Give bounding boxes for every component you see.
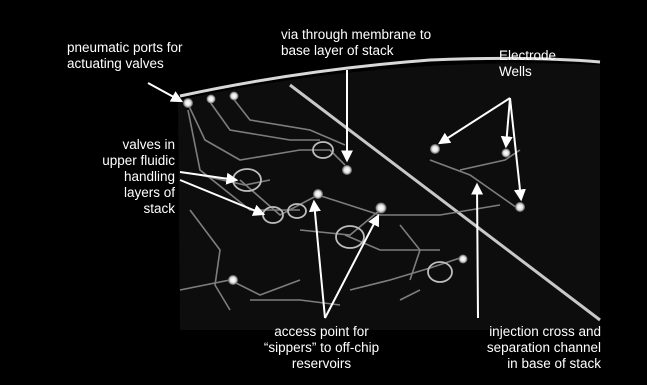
label-injection-cross: injection cross and separation channel i… [486, 324, 601, 371]
label-access-point: access point for “sippers” to off-chip r… [263, 324, 380, 371]
label-via-membrane: via through membrane to base layer of st… [281, 27, 432, 58]
annotation-arrows [147, 70, 526, 319]
chip-body [178, 63, 600, 330]
label-valves: valves in upper fluidic handling layers … [102, 137, 175, 216]
label-pneumatic-ports: pneumatic ports for actuating valves [67, 40, 183, 71]
separation-channel [289, 83, 601, 322]
label-electrode-wells: Electrode Wells [499, 48, 557, 79]
chip-rim [179, 56, 601, 98]
valve-rings [232, 141, 453, 283]
port-wells [183, 91, 525, 285]
